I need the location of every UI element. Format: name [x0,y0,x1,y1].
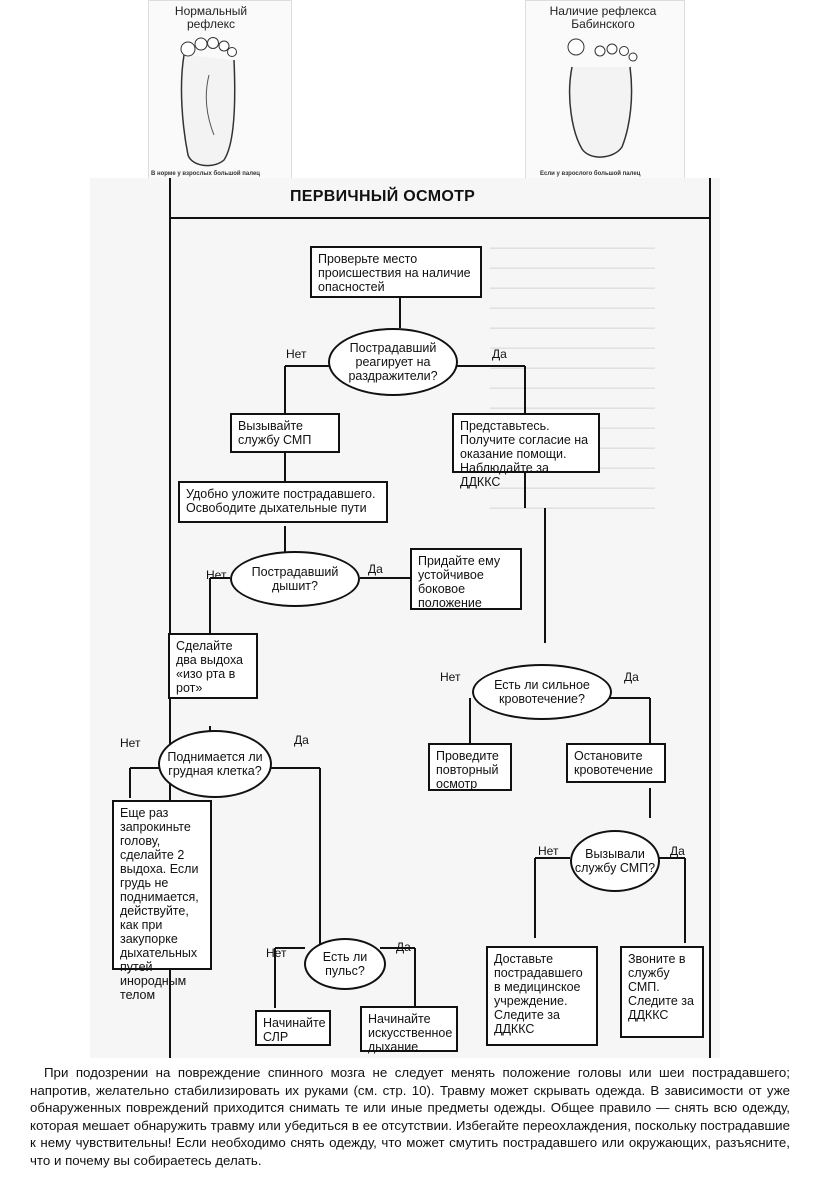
question-bleeding: Есть ли сильное кровотечение? [472,664,612,720]
call-ems2-box: Звоните в службу СМП. Следите за ДДККС [620,946,704,1038]
question-breathing: Пострадавший дышит? [230,551,360,607]
lay-down-box: Удобно уложите пострадавшего. Освободите… [178,481,388,523]
yes-label-4: Да [294,733,309,747]
cpr-box: Начинайте СЛР [255,1010,331,1046]
question-pulse: Есть ли пульс? [304,938,386,990]
primary-exam-flowchart: ————————————————————————————————————————… [90,178,720,1058]
deliver-box: Доставьте пострадавшего в медицинское уч… [486,946,598,1046]
no-label-5: Нет [538,844,558,858]
no-label-6: Нет [266,946,286,960]
normal-reflex-note: В норме у взрослых большой палец [151,171,260,177]
repeat-exam-box: Проведите повторный осмотр [428,743,512,791]
yes-label-2: Да [368,562,383,576]
stop-bleeding-box: Остановите кровотечение [566,743,666,783]
yes-label-1: Да [492,347,507,361]
no-label-2: Нет [206,568,226,582]
normal-reflex-caption: Нормальный рефлекс [171,5,251,31]
babinski-reflex-figure: Наличие рефлекса Бабинского Если у взрос… [525,0,685,184]
babinski-reflex-caption: Наличие рефлекса Бабинского [528,5,678,31]
question-chest: Поднимается ли грудная клетка? [158,730,272,798]
yes-label-3: Да [624,670,639,684]
babinski-reflex-note: Если у взрослого большой палец [540,171,640,177]
yes-label-6: Да [396,940,411,954]
question-ems-called: Вызывали службу СМП? [570,830,660,892]
check-scene-box: Проверьте место происшествия на наличие … [310,246,482,298]
question-responds: Пострадавший реагирует на раздражители? [328,328,458,396]
tilt-again-box: Еще раз запрокиньте голову, сделайте 2 в… [112,800,212,970]
flowchart-title: ПЕРВИЧНЫЙ ОСМОТР [290,188,475,206]
no-label-1: Нет [286,347,306,361]
normal-reflex-figure: Нормальный рефлекс В норме у взрослых бо… [148,0,292,184]
yes-label-5: Да [670,844,685,858]
two-breaths-box: Сделайте два выдоха «изо рта в рот» [168,633,258,699]
no-label-3: Нет [440,670,460,684]
body-paragraph: При подозрении на повреждение спинного м… [30,1064,790,1169]
rescue-breathing-box: Начинайте искусственное дыхание [360,1006,458,1052]
recovery-box: Придайте ему устойчивое боковое положени… [410,548,522,610]
introduce-box: Представьтесь. Получите согласие на оказ… [452,413,600,473]
no-label-4: Нет [120,736,140,750]
foot-illustration-icon [174,35,244,170]
call-ems-box: Вызывайте службу СМП [230,413,340,453]
foot-babinski-icon [564,37,644,162]
